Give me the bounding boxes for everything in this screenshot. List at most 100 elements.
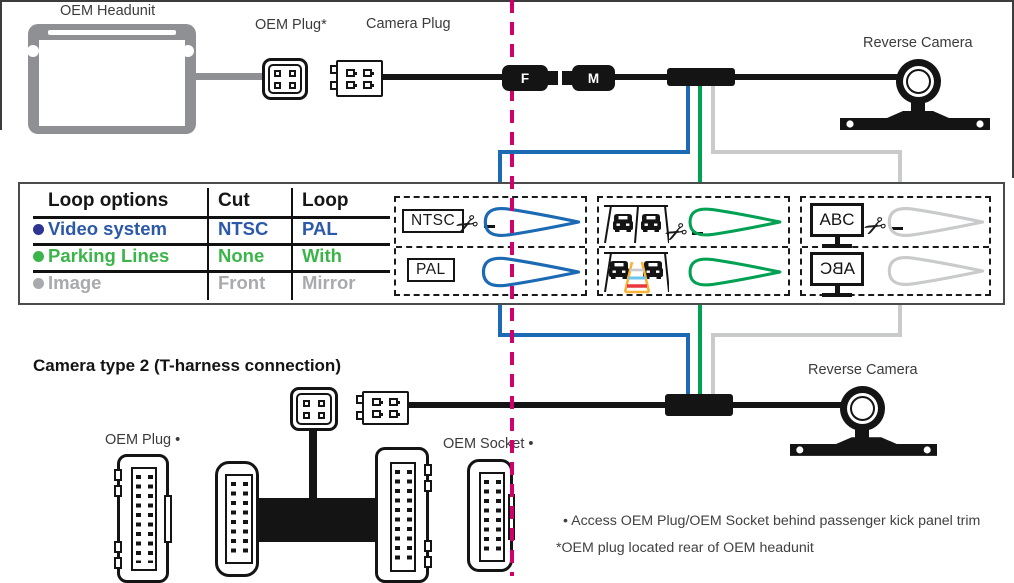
- monitor-base: [822, 293, 852, 297]
- oem-socket-connector: [467, 459, 515, 572]
- loop-wire-green-cut: [688, 207, 782, 237]
- panel-divider: [802, 246, 989, 248]
- camera-cable: [734, 74, 900, 80]
- camera-cable: [381, 74, 504, 80]
- plug-pin: [362, 68, 374, 77]
- parking-lines-option: Parking Lines: [48, 245, 170, 266]
- wire-gray: [711, 150, 902, 154]
- wire-green: [698, 296, 702, 398]
- wire-gray: [711, 333, 715, 398]
- headunit-label: OEM Headunit: [60, 3, 156, 19]
- camera-bracket-1: [840, 111, 990, 130]
- headunit-cable: [190, 73, 266, 80]
- wire-gray: [711, 333, 902, 337]
- panel-image: ABC ✂ ABC: [800, 196, 991, 297]
- wire-blue: [686, 333, 690, 398]
- monitor-screen: ABC: [810, 203, 864, 237]
- wire-blue: [498, 296, 502, 337]
- panel-divider: [396, 246, 585, 248]
- plug-pin: [345, 80, 357, 89]
- camera-plug-connector-2: [362, 391, 409, 425]
- plug-pin: [289, 81, 296, 89]
- pin-column: [230, 482, 236, 556]
- wire-gray: [898, 150, 902, 196]
- image-loop: Mirror: [302, 272, 356, 293]
- table-header-options: Loop options: [48, 190, 169, 211]
- image-bullet: [33, 278, 44, 289]
- plug-pin: [318, 411, 325, 419]
- monitor-screen: ABC: [810, 252, 864, 286]
- headunit-screen: [39, 40, 185, 126]
- panel-parking-lines: ✂: [597, 196, 790, 296]
- junction-box-1: [667, 68, 735, 86]
- connector-tab: [114, 541, 122, 553]
- camera-type-2-title: Camera type 2 (T-harness connection): [33, 356, 341, 375]
- connector-tab: [424, 464, 432, 476]
- wire-gray: [711, 86, 715, 154]
- plug-pin: [371, 410, 383, 418]
- loop-wire-blue-cut: [483, 207, 581, 237]
- oem-plug-label-2: OEM Plug •: [105, 432, 181, 448]
- ntsc-label: NTSC: [402, 209, 465, 233]
- monitor-text-mirrored: ABC: [819, 259, 855, 278]
- video-system-option: Video system: [48, 218, 167, 239]
- m-connector-tab: [562, 71, 573, 85]
- loop-wire-blue: [481, 256, 581, 288]
- connector-pins: [131, 467, 157, 571]
- reverse-camera-2: [840, 386, 885, 431]
- connector-tab: [424, 540, 432, 552]
- parking-lines-bullet: [33, 251, 44, 262]
- panel-divider: [599, 246, 788, 248]
- camera-lens: [906, 69, 931, 94]
- monitor-mirrored-icon: ABC: [810, 252, 864, 297]
- parking-lines-cut: None: [218, 245, 265, 266]
- wire-blue: [498, 150, 502, 196]
- plug-pin: [303, 411, 310, 419]
- t-harness-right-connector: [375, 447, 432, 583]
- t-harness-left-connector: [215, 461, 259, 577]
- headunit-mount-hole-left: [27, 45, 39, 57]
- headunit-vent: [48, 30, 176, 35]
- plug-pin: [388, 410, 400, 418]
- reverse-camera-label-1: Reverse Camera: [863, 35, 973, 51]
- access-note: • Access OEM Plug/OEM Socket behind pass…: [563, 513, 981, 529]
- table-rule: [33, 216, 390, 219]
- page-frame-right: [1012, 0, 1014, 178]
- plug-pin: [362, 80, 374, 89]
- table-divider: [207, 188, 209, 300]
- parking-bays-icon: [604, 205, 669, 244]
- pin-column: [406, 470, 412, 564]
- camera-lens: [850, 396, 875, 421]
- pin-column: [483, 480, 489, 554]
- pin-column: [242, 482, 248, 556]
- monitor-stand: [834, 286, 840, 293]
- reverse-camera-label-2: Reverse Camera: [808, 362, 918, 378]
- parking-lines-icon: [604, 252, 669, 294]
- headunit-mount-hole-right: [182, 45, 194, 57]
- pin-column: [394, 470, 400, 564]
- f-connector: F: [502, 65, 548, 91]
- oem-plug-multipin-connector: [114, 454, 172, 583]
- camera-cable-2: [733, 402, 845, 408]
- t-harness-trunk: [255, 498, 379, 542]
- table-divider: [291, 188, 293, 300]
- monitor-icon: ABC: [810, 203, 864, 248]
- wire-gray: [898, 296, 902, 337]
- plug-pin: [274, 81, 281, 89]
- camera-cable: [614, 74, 668, 80]
- connector-pins: [479, 472, 505, 562]
- camera-cable-2: [407, 402, 667, 408]
- wire-blue: [498, 150, 690, 154]
- page-frame-top: [0, 0, 1014, 2]
- plug-pin: [289, 69, 296, 77]
- m-connector: M: [572, 65, 615, 91]
- plug-pin: [345, 68, 357, 77]
- loop-wire-gray-cut: [887, 207, 985, 237]
- oem-plug-face: [268, 64, 302, 94]
- parking-lines-loop: With: [302, 245, 342, 266]
- connector-pins: [390, 462, 416, 572]
- camera-bracket-2: [790, 437, 937, 456]
- pin-column: [147, 475, 153, 563]
- loop-wire-gray: [887, 256, 985, 286]
